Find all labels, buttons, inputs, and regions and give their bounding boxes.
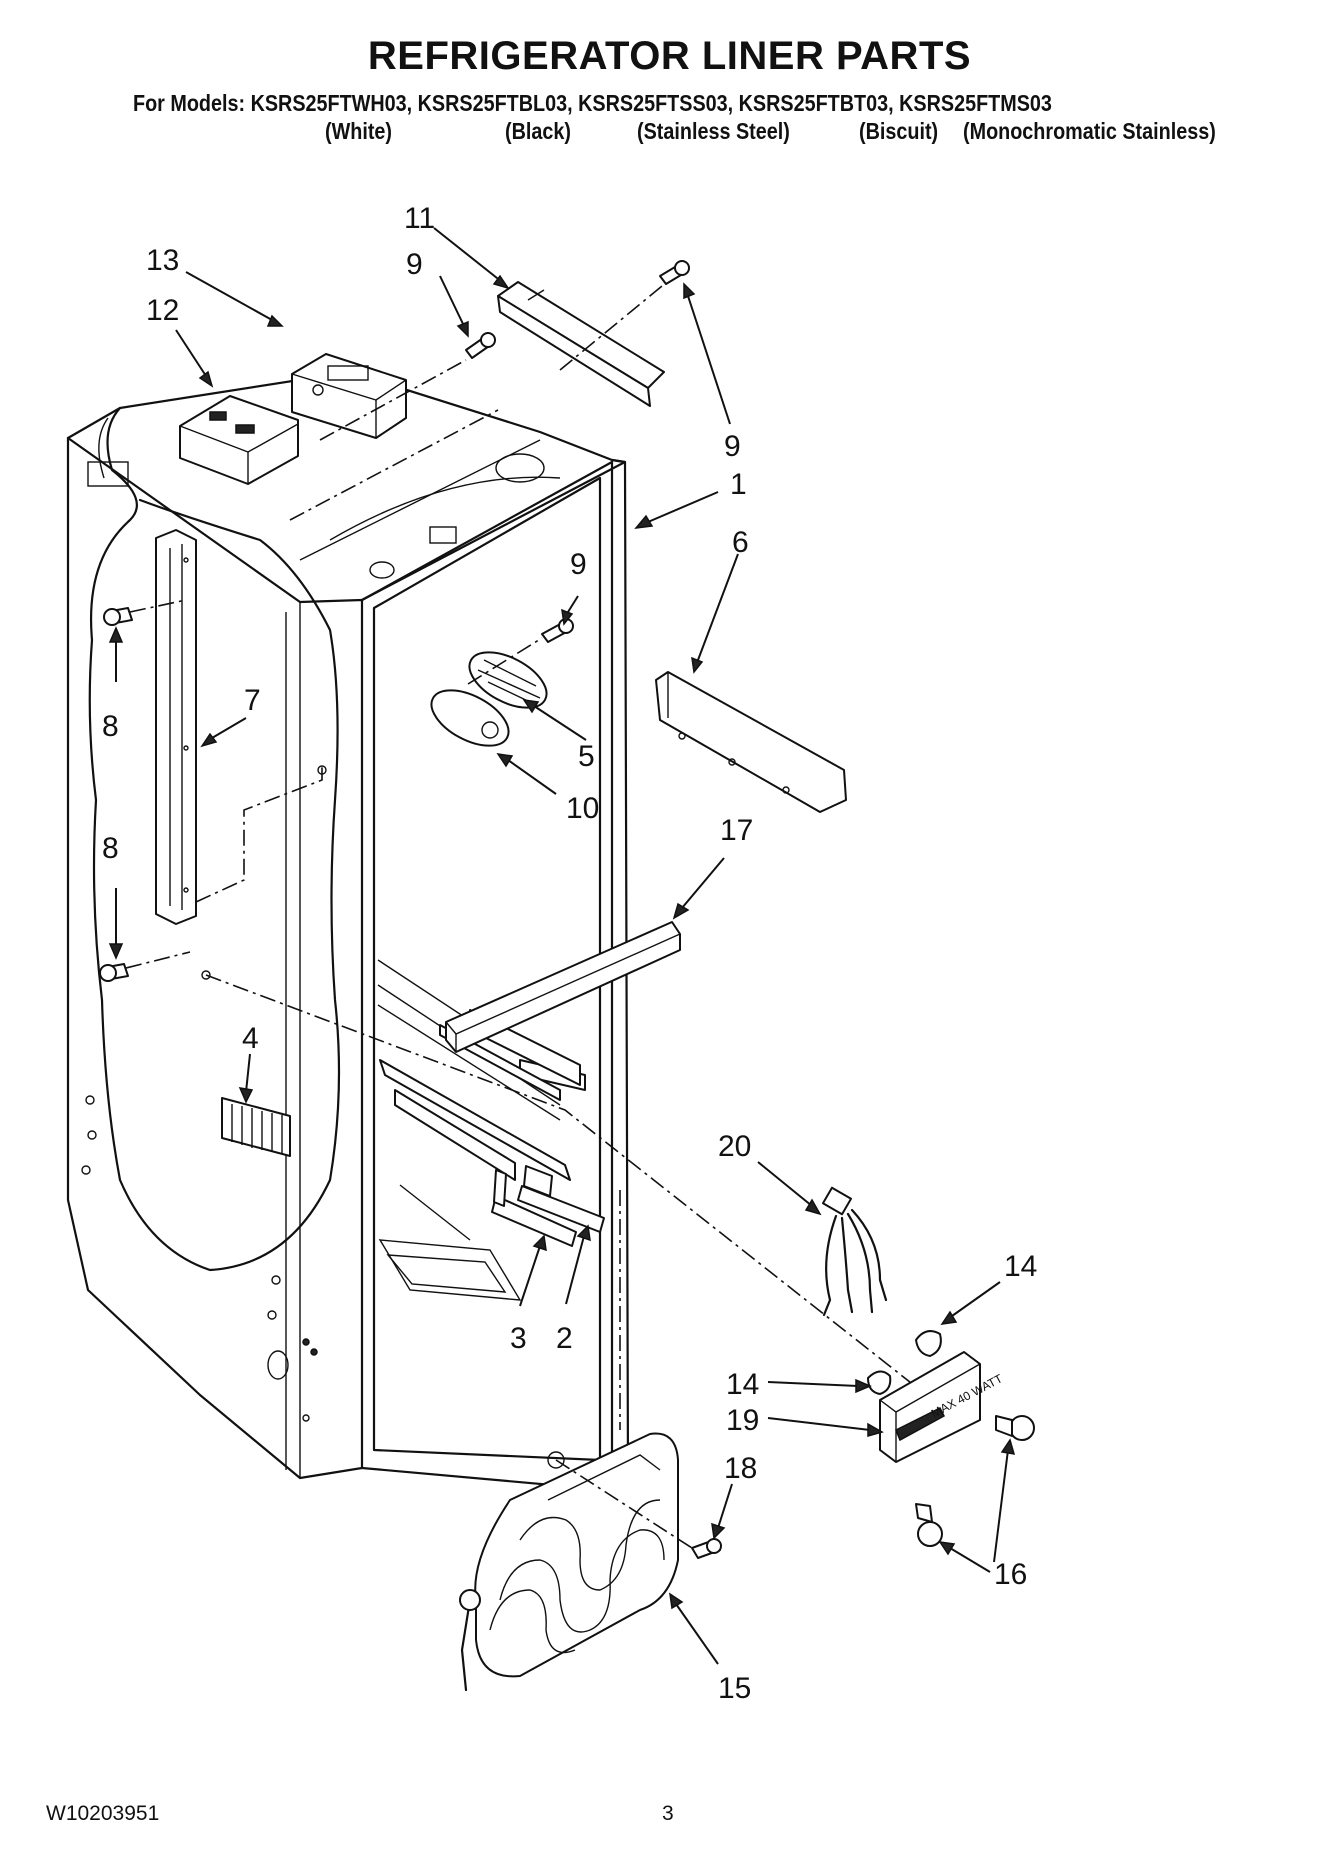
part-light-bulb-16-right <box>995 1415 1035 1441</box>
callout-1: 1 <box>730 468 747 501</box>
page-title: REFRIGERATOR LINER PARTS <box>367 34 972 78</box>
part-light-bulb-16-lower <box>915 1503 943 1547</box>
part-control-12 <box>179 395 299 485</box>
document-number: W10203951 <box>46 1802 160 1825</box>
callout-8-lower: 8 <box>102 832 119 865</box>
part-lamp-housing-19: MAX 40 WATT <box>879 1351 1005 1463</box>
callout-18: 18 <box>724 1452 757 1485</box>
callout-10: 10 <box>566 792 599 825</box>
part-housing-13 <box>291 353 407 439</box>
part-shelf-6 <box>655 671 847 813</box>
part-bracket-2 <box>517 1165 605 1233</box>
models-line: For Models: KSRS25FTWH03, KSRS25FTBL03, … <box>133 90 1052 116</box>
callout-17: 17 <box>720 814 753 847</box>
part-shelf-rail-7 <box>155 529 197 925</box>
part-overlay-10 <box>430 689 510 747</box>
leader-lines <box>108 227 1016 1665</box>
callout-5: 5 <box>578 740 595 773</box>
part-lamp-clip-14-upper <box>915 1330 942 1357</box>
part-screw-9-top-right <box>659 260 690 285</box>
part-screw-8-upper <box>103 607 133 626</box>
callout-12: 12 <box>146 294 179 327</box>
callout-3: 3 <box>510 1322 527 1355</box>
part-top-rail-11 <box>497 281 665 407</box>
callout-9-top: 9 <box>406 248 423 281</box>
callout-11: 11 <box>404 202 435 235</box>
callout-9-mid: 9 <box>570 548 587 581</box>
callout-14-lower: 14 <box>726 1368 759 1401</box>
callout-6: 6 <box>732 526 749 559</box>
refrigerator-liner <box>66 370 630 1492</box>
callout-20: 20 <box>718 1130 751 1163</box>
part-grille-4 <box>221 1097 291 1157</box>
part-bracket-3 <box>491 1169 577 1247</box>
callout-9-right: 9 <box>724 430 741 463</box>
page-number: 3 <box>662 1802 674 1825</box>
part-heater-coil-15 <box>459 1432 679 1692</box>
part-screw-9-top-left <box>465 332 496 359</box>
callout-15: 15 <box>718 1672 751 1705</box>
callout-19: 19 <box>726 1404 759 1437</box>
callout-7: 7 <box>244 684 261 717</box>
part-screw-18 <box>691 1538 722 1559</box>
part-crossbar-17 <box>445 921 681 1053</box>
part-lamp-clip-14-lower <box>867 1370 892 1395</box>
variant-black: (Black) <box>505 118 571 144</box>
variant-stainless-steel: (Stainless Steel) <box>637 118 790 144</box>
callout-16: 16 <box>994 1558 1027 1591</box>
variant-monochromatic-stainless: (Monochromatic Stainless) <box>963 118 1216 144</box>
part-control-plate-5 <box>468 651 548 709</box>
variant-biscuit: (Biscuit) <box>859 118 939 144</box>
callout-4: 4 <box>242 1022 259 1055</box>
part-screw-8-lower <box>99 963 129 982</box>
variant-white: (White) <box>325 118 393 144</box>
callout-2: 2 <box>556 1322 573 1355</box>
part-wire-harness-20 <box>821 1186 888 1317</box>
callout-8-upper: 8 <box>102 710 119 743</box>
part-screw-9-mid <box>541 618 574 643</box>
callout-14-upper: 14 <box>1004 1250 1037 1283</box>
callout-13: 13 <box>146 244 179 277</box>
